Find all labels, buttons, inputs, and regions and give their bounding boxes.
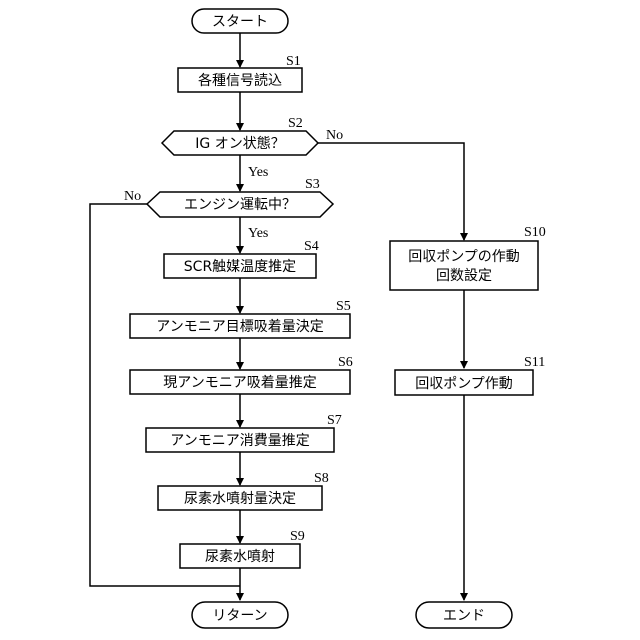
process-label-s8: 尿素水噴射量決定: [184, 491, 296, 507]
s2-yes-label: Yes: [248, 165, 268, 180]
start-label: スタート: [212, 14, 268, 30]
step-id-s11: S11: [524, 355, 545, 370]
decision-label-s3: エンジン運転中？: [184, 197, 296, 213]
s3-no-label: No: [124, 189, 141, 204]
process-s9: S9 尿素水噴射: [179, 529, 305, 569]
process-label-s10-line1: 回収ポンプの作動: [408, 249, 520, 265]
step-id-s7: S7: [327, 413, 342, 428]
decision-s3: S3 エンジン運転中？ Yes No: [124, 177, 335, 241]
process-label-s6: 現アンモニア吸着量推定: [163, 375, 316, 391]
process-label-s1: 各種信号読込: [198, 72, 282, 89]
step-id-s6: S6: [338, 355, 353, 370]
process-s4: S4 SCR触媒温度推定: [163, 239, 319, 279]
return-label: リターン: [212, 608, 267, 624]
end-label: エンド: [443, 608, 485, 624]
connectors: [89, 33, 468, 601]
process-s10: S10 回収ポンプの作動 回数設定: [389, 225, 546, 291]
process-label-s11: 回収ポンプ作動: [415, 376, 513, 392]
decision-s2: S2 IG オン状態？ Yes No: [160, 116, 343, 180]
step-id-s5: S5: [336, 299, 351, 314]
s3-yes-label: Yes: [248, 226, 268, 241]
step-id-s9: S9: [290, 529, 305, 544]
process-label-s7: アンモニア消費量推定: [170, 433, 309, 449]
start-terminal: スタート: [191, 8, 289, 34]
decision-label-s2: IG オン状態？: [195, 136, 284, 152]
step-id-s2: S2: [288, 116, 303, 131]
process-s11: S11 回収ポンプ作動: [394, 355, 545, 396]
process-label-s10-line2: 回数設定: [436, 268, 492, 284]
return-terminal: リターン: [191, 601, 289, 629]
connector-s3-no: [89, 203, 240, 587]
step-id-s4: S4: [304, 239, 319, 254]
process-s1: S1 各種信号読込: [177, 54, 303, 93]
step-id-s3: S3: [305, 177, 320, 192]
step-id-s1: S1: [286, 54, 301, 69]
step-id-s8: S8: [314, 471, 329, 486]
process-s6: S6 現アンモニア吸着量推定: [129, 355, 353, 395]
process-label-s9: 尿素水噴射: [205, 549, 275, 565]
process-label-s4: SCR触媒温度推定: [184, 259, 296, 275]
process-s5: S5 アンモニア目標吸着量決定: [129, 299, 351, 339]
end-terminal: エンド: [415, 601, 513, 629]
process-s8: S8 尿素水噴射量決定: [157, 471, 329, 511]
process-label-s5: アンモニア目標吸着量決定: [156, 319, 323, 335]
process-s7: S7 アンモニア消費量推定: [145, 413, 342, 453]
step-id-s10: S10: [524, 225, 546, 240]
connector-s2-no: [318, 142, 468, 241]
s2-no-label: No: [326, 128, 343, 143]
